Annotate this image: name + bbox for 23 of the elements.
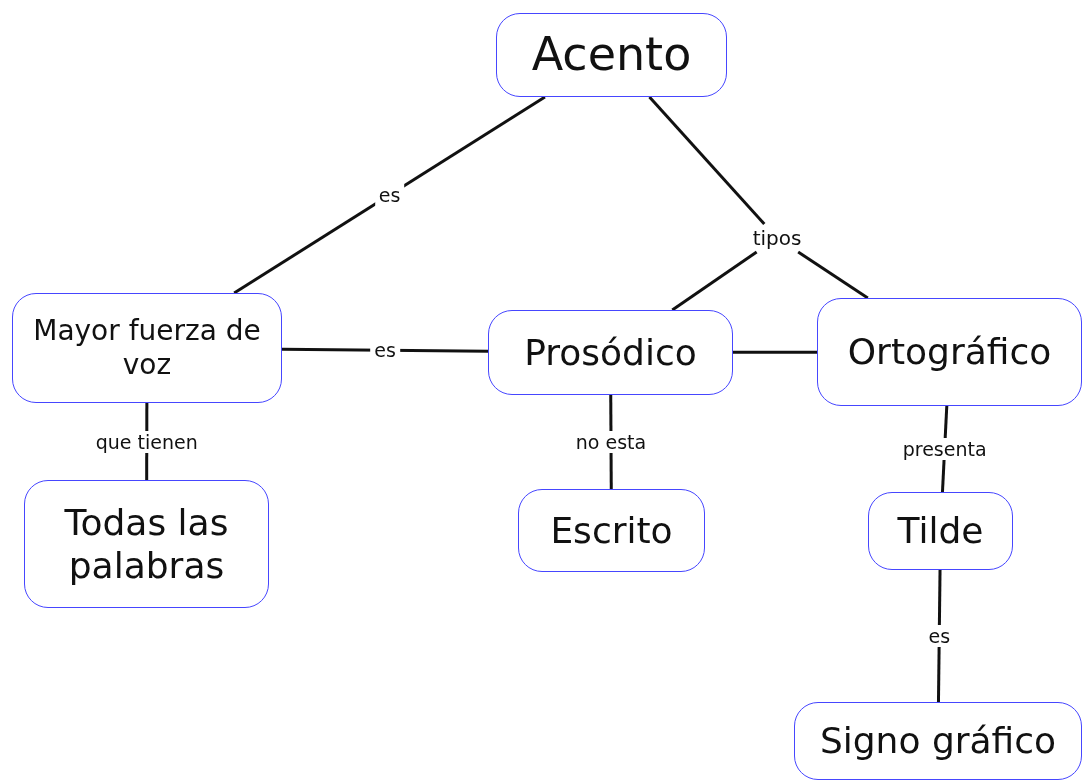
connector-line bbox=[797, 250, 869, 300]
connector-line bbox=[648, 96, 766, 225]
concept-text: Signo gráfico bbox=[819, 719, 1057, 763]
connector-line bbox=[233, 95, 546, 295]
concept-box bbox=[518, 489, 705, 572]
concept-text: Acento bbox=[531, 27, 692, 83]
edge-label: es bbox=[374, 184, 405, 206]
linking-word: tipos bbox=[742, 224, 812, 252]
concept-text: Tilde bbox=[897, 509, 984, 553]
concept-box bbox=[794, 702, 1082, 780]
concept-box bbox=[12, 293, 282, 403]
concept-box bbox=[817, 298, 1082, 406]
concept-text: Todas las palabras bbox=[63, 500, 230, 588]
concept-box bbox=[868, 492, 1013, 570]
concept-text: Ortográfico bbox=[847, 330, 1052, 374]
connector-line bbox=[733, 350, 817, 354]
concept-box bbox=[24, 480, 269, 608]
concept-text: Mayor fuerza de voz bbox=[32, 314, 262, 382]
concept-text: Escrito bbox=[550, 508, 673, 553]
connector-line bbox=[671, 250, 758, 312]
concept-box bbox=[488, 310, 733, 395]
concept-box bbox=[496, 13, 727, 97]
concept-text: Prosódico bbox=[524, 330, 697, 375]
